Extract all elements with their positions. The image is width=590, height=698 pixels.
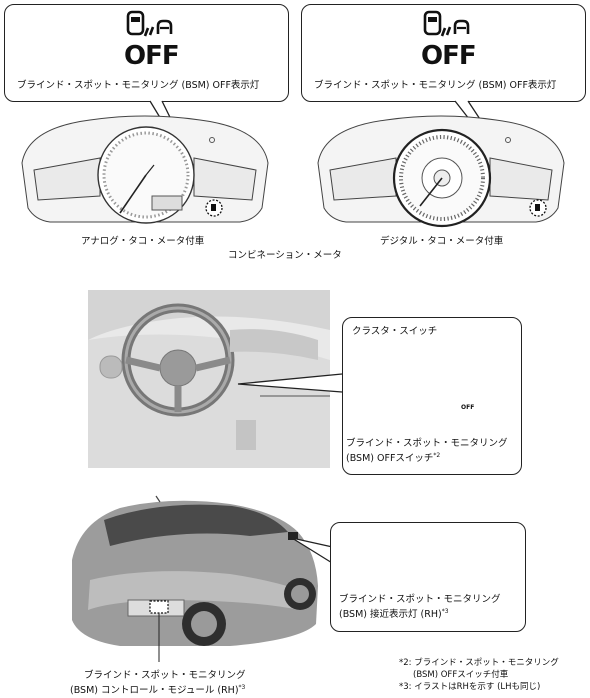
control-module-label-line1: ブラインド・スポット・モニタリング	[84, 670, 246, 681]
off-glyph-left: OFF	[124, 41, 180, 71]
note-ref-3-approach: *3	[441, 608, 449, 615]
analog-meter-illustration	[21, 115, 269, 224]
switch-off-glyph: OFF	[461, 404, 475, 411]
digital-meter-illustration	[317, 115, 565, 228]
footnote-2-mark: *2:	[399, 658, 412, 668]
callout-bsm-off-left	[4, 4, 289, 102]
off-glyph-right: OFF	[421, 41, 477, 71]
footnote-3-text1: イラストはRHを示す (LHも同じ)	[414, 682, 541, 692]
bsm-off-switch-label-line1: ブラインド・スポット・モニタリング	[346, 438, 508, 449]
control-module-label-line2: (BSM) コントロール・モジュール (RH)*3	[70, 682, 245, 697]
cluster-switch-title: クラスタ・スイッチ	[352, 326, 438, 337]
footnote-2-line2: (BSM) OFFスイッチ付車	[413, 670, 509, 680]
bsm-off-switch-label-text: (BSM) OFFスイッチ	[346, 453, 434, 465]
control-module-label-text: (BSM) コントロール・モジュール (RH)	[70, 685, 239, 697]
car-rear-illustration	[72, 495, 318, 662]
footnote-3-line1: *3: イラストはRHを示す (LHも同じ)	[399, 682, 540, 693]
bsm-off-indicator-label-left: ブラインド・スポット・モニタリング (BSM) OFF表示灯	[17, 80, 260, 91]
callout-bsm-off-right	[301, 4, 586, 102]
approach-indicator-label-line2: (BSM) 接近表示灯 (RH)*3	[339, 606, 449, 621]
note-ref-2: *2	[433, 452, 441, 459]
footnote-3-mark: *3:	[399, 682, 412, 692]
bsm-off-indicator-label-right: ブラインド・スポット・モニタリング (BSM) OFF表示灯	[314, 80, 557, 91]
bsm-off-icon-right	[423, 10, 470, 37]
callout-cluster-switch	[342, 317, 522, 475]
callout-approach-indicator	[330, 522, 526, 632]
approach-indicator-label-line1: ブラインド・スポット・モニタリング	[339, 594, 501, 605]
analog-meter-label: アナログ・タコ・メータ付車	[81, 236, 205, 247]
bsm-off-switch-label-line2: (BSM) OFFスイッチ*2	[346, 450, 440, 465]
footnote-2-line1: *2: ブラインド・スポット・モニタリング	[399, 658, 559, 669]
digital-meter-label: デジタル・タコ・メータ付車	[380, 236, 504, 247]
footnote-2-text1: ブラインド・スポット・モニタリング	[414, 658, 559, 668]
note-ref-3-module: *3	[238, 684, 246, 691]
combination-meter-label: コンビネーション・メータ	[228, 250, 342, 261]
approach-indicator-label-text: (BSM) 接近表示灯 (RH)	[339, 609, 442, 621]
bsm-off-icon-left	[126, 10, 173, 37]
